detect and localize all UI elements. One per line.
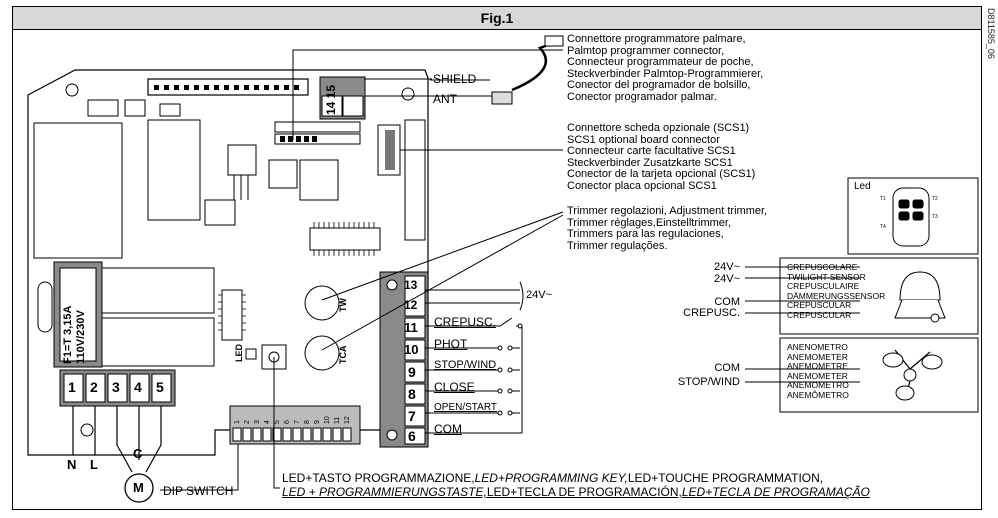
phot-label: PHOT — [434, 337, 468, 351]
ant-label: ANT — [433, 92, 457, 106]
top-connector — [147, 78, 309, 96]
remote-button-t4: T4 — [880, 224, 886, 230]
terminal-4: 4 — [134, 379, 142, 395]
terminal-6: 6 — [408, 428, 416, 444]
transformer — [33, 122, 123, 259]
anemometer-left-labels: COM STOP/WIND — [677, 362, 740, 388]
dip-number-1: 1 — [234, 420, 241, 424]
trimmer-tw — [304, 285, 340, 321]
anemometer-names: ANENOMETRO ANEMOMETER ANEMOMETRE ANEMOME… — [787, 342, 849, 400]
anemometer-box — [779, 337, 979, 413]
scs1-connector-callout: Connettore scheda opzionale (SCS1) SCS1 … — [567, 122, 756, 192]
twilight-sensor-box — [779, 257, 979, 335]
document-code: D811585_06 — [986, 8, 996, 59]
terminal-13: 13 — [404, 278, 418, 292]
twilight-sensor-names: CREPUSCOLARE TWILIGHT SENSOR CREPUSCULAI… — [787, 262, 886, 320]
terminals-14-15: 14 15 — [324, 84, 338, 115]
twilight-crepusc-label: CREPUSC. — [683, 307, 740, 319]
dip-number-6: 6 — [284, 420, 291, 424]
motor-label: M — [133, 480, 144, 495]
terminal-1: 1 — [68, 379, 76, 395]
remote-led-label: Led — [854, 181, 871, 192]
dip-switch-label: DIP SWITCH — [163, 484, 234, 498]
com-label: COM — [434, 422, 462, 436]
twilight-left-labels: 24V~ 24V~ COM — [714, 261, 740, 308]
terminal-12: 12 — [404, 298, 418, 312]
terminal-3: 3 — [112, 379, 120, 395]
dip-number-8: 8 — [304, 420, 311, 424]
terminal-11: 11 — [404, 320, 418, 335]
remote-button-t2: T2 — [932, 196, 938, 202]
trimmer-tw-label: TW — [338, 298, 348, 312]
shield-label: SHIELD — [433, 72, 477, 86]
trimmer-tca — [304, 335, 340, 371]
led — [245, 348, 257, 360]
dip-number-11: 11 — [334, 416, 341, 424]
stop-wind-label: STOP/WIND — [434, 359, 497, 371]
palmtop-cable — [511, 40, 557, 92]
dip-number-2: 2 — [244, 420, 251, 424]
dip-number-3: 3 — [254, 420, 261, 424]
anemometer-icon — [903, 368, 917, 382]
crepusc-label: CREPUSC. — [434, 315, 497, 329]
remote-button-t3: T3 — [932, 214, 938, 220]
palmtop-connector-callout: Connettore programmatore palmare, Palmto… — [567, 33, 764, 103]
relay-1 — [101, 267, 215, 314]
remote-control-box — [847, 177, 979, 255]
dip-number-5: 5 — [274, 420, 281, 424]
v24-label: 24V~ — [526, 289, 552, 301]
common-label: C — [133, 446, 143, 461]
dip-number-4: 4 — [264, 420, 271, 424]
relay-2 — [101, 317, 215, 367]
dip-number-12: 12 — [344, 416, 351, 424]
led-key-callout: LED+TASTO PROGRAMMAZIONE,LED+PROGRAMMING… — [282, 471, 870, 499]
motor-symbol — [124, 473, 154, 503]
remote-control — [892, 187, 930, 247]
remote-button-t1: T1 — [880, 196, 886, 202]
twilight-sensor-icon — [899, 271, 941, 301]
led-label: LED — [234, 344, 244, 362]
dip-number-7: 7 — [294, 420, 301, 424]
terminal-8: 8 — [408, 386, 416, 402]
dip-number-9: 9 — [314, 420, 321, 424]
terminal-9: 9 — [408, 364, 416, 380]
dip-number-10: 10 — [324, 416, 331, 424]
terminal-5: 5 — [156, 379, 164, 395]
programmer-connector-pins — [280, 136, 317, 142]
trimmer-callout: Trimmer regolazioni, Adjustment trimmer,… — [567, 205, 768, 252]
neutral-label: N — [67, 457, 77, 472]
open-start-label: OPEN/START — [434, 402, 497, 413]
microcontroller-chip — [309, 227, 381, 251]
top-connector-pins — [154, 85, 299, 90]
figure-title: Fig.1 — [12, 6, 982, 30]
line-label: L — [90, 457, 98, 472]
terminal-2: 2 — [90, 379, 98, 395]
terminal-10: 10 — [404, 342, 419, 357]
terminal-7: 7 — [408, 408, 416, 424]
trimmer-tca-label: TCA — [338, 345, 348, 365]
close-label: CLOSE — [434, 380, 475, 394]
